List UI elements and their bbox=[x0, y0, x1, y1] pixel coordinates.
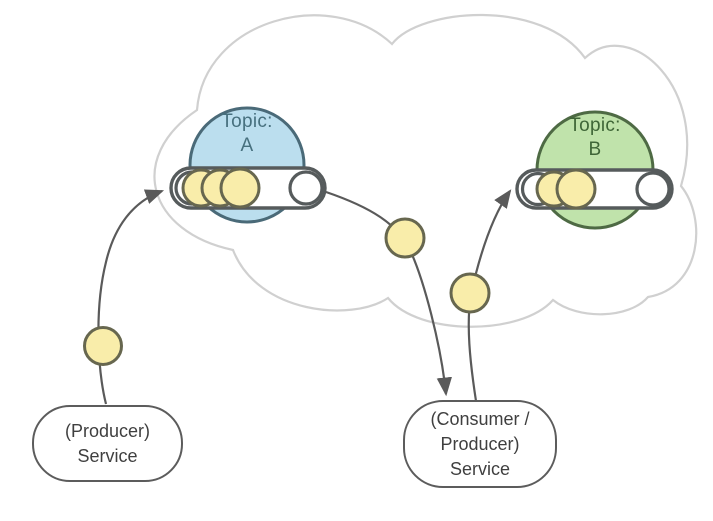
topic-b-pipe bbox=[515, 168, 674, 210]
message-in-transit bbox=[83, 326, 123, 366]
topic-b-group bbox=[515, 110, 674, 230]
message-in-pipe-b bbox=[555, 168, 597, 210]
consumer-producer-service-label: (Consumer / Producer) Service bbox=[430, 408, 530, 479]
topic-a-group bbox=[169, 106, 327, 224]
producer-service-box: (Producer) Service bbox=[32, 405, 183, 482]
message-in-transit bbox=[384, 217, 426, 259]
pipe-b-right-cap bbox=[635, 171, 671, 207]
message-in-pipe-a bbox=[219, 167, 261, 209]
producer-service-label: (Producer) Service bbox=[64, 420, 151, 466]
topic-a-pipe bbox=[169, 166, 327, 210]
pipe-a-right-cap bbox=[288, 170, 324, 206]
arrow-producer-to-topic-a bbox=[97, 189, 165, 405]
message-in-transit bbox=[449, 272, 491, 314]
consumer-producer-service-box: (Consumer / Producer) Service bbox=[403, 400, 557, 488]
topic-a-label: Topic: A bbox=[221, 111, 273, 156]
cloud-shape bbox=[153, 13, 698, 328]
topic-b-label: Topic: B bbox=[569, 115, 621, 160]
